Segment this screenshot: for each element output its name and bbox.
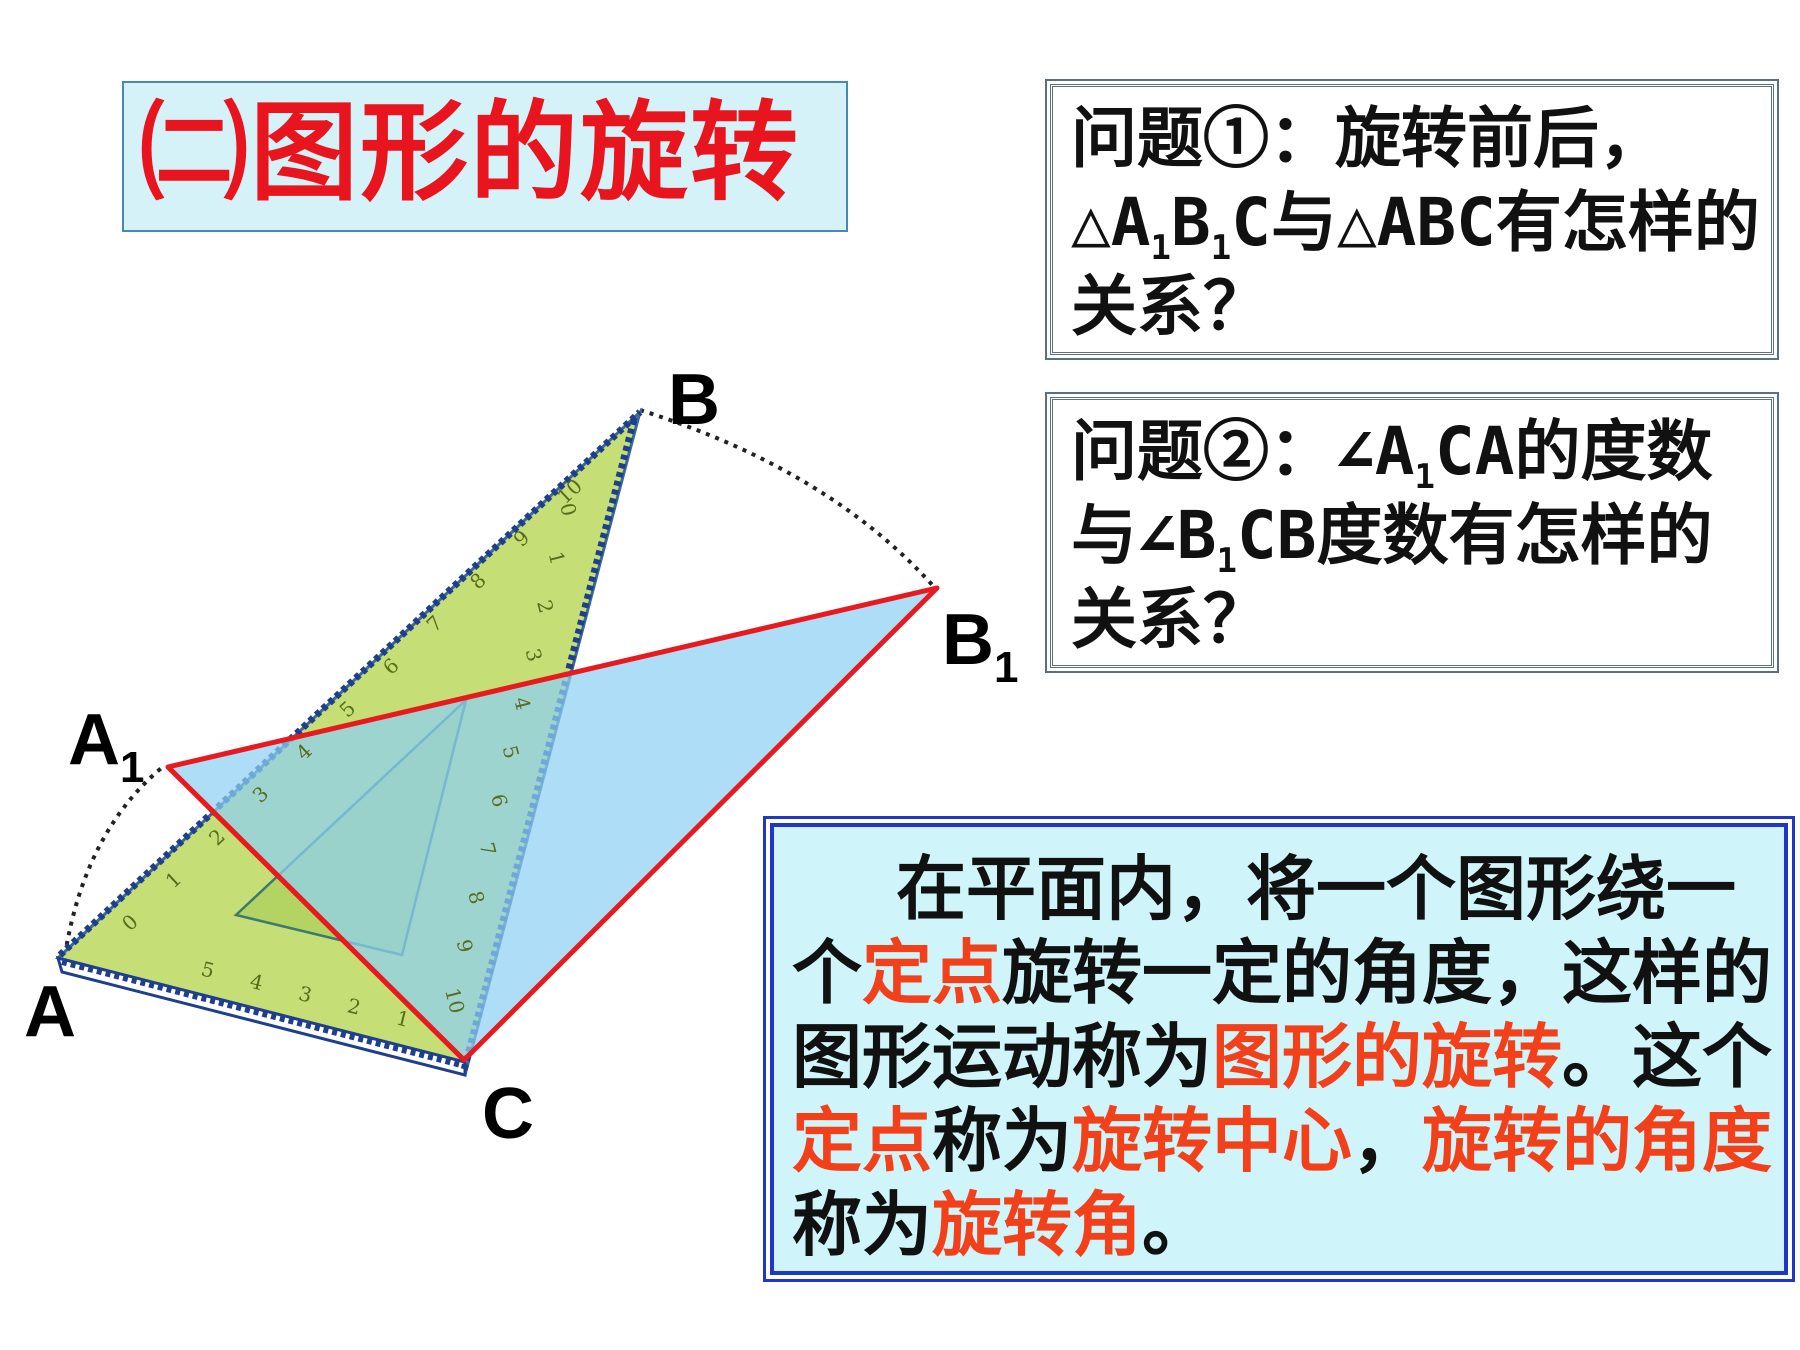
def-highlight-fixed-point: 定点 [862,932,1002,1014]
ruler-num-base-0: 1 [394,1006,412,1032]
page-title: ㈡图形的旋转 [140,91,801,216]
ruler-hypotenuse-edge [57,409,643,958]
q2-sub-b: 1 [1216,541,1237,582]
ruler-num-base-4: 5 [199,957,217,983]
def-highlight-fixed-point-2: 定点 [792,1100,932,1182]
q2-suffix: CB度数有怎样的关系？ [1071,497,1713,658]
q1-sub-a: 1 [1150,228,1171,269]
label-C: C [482,1074,534,1154]
ruler-num-base-1: 2 [345,993,363,1019]
definition-box: 在平面内，将一个图形绕一个定点旋转一定的角度，这样的图形运动称为图形的旋转。这个… [763,816,1795,1282]
question-2-text: 问题②：∠A1CA的度数与∠B1CB度数有怎样的关系？ [1071,410,1761,662]
q1-suffix: C与△ABC有怎样的关系？ [1071,184,1760,345]
q2-mid: CA的度数与∠B [1071,413,1713,574]
def-highlight-rotation-angle: 旋转角 [932,1184,1142,1266]
question-2-box: 问题②：∠A1CA的度数与∠B1CB度数有怎样的关系？ [1045,392,1779,673]
ruler-num-right-8: 8 [463,888,489,906]
label-B1-letter: B [942,600,994,680]
ruler-num-right-2: 2 [532,597,558,615]
def-part-7: 。 [1142,1184,1212,1266]
ruler-num-right-3: 3 [521,646,547,664]
arc-a-to-a1 [63,763,167,956]
ruler-num-right-6: 6 [486,791,512,809]
question-1-text: 问题①：旋转前后，△A1B1C与△ABC有怎样的关系？ [1071,97,1761,349]
q1-mid: B [1170,184,1211,261]
ruler-num-base-2: 3 [296,981,314,1007]
ruler-num-right-9: 9 [452,937,478,955]
ruler-base-edge [61,959,466,1069]
label-A: A [24,972,76,1052]
q1-sub-b: 1 [1210,228,1232,269]
arc-b-to-b1 [639,408,937,590]
def-part-1: 在平面内，将一个图形绕一个 [792,848,1736,1014]
ruler-num-right-10: 10 [440,985,469,1016]
ruler-num-right-4: 4 [509,694,535,712]
label-B1: B1 [942,600,1018,692]
def-part-2: 旋转一定的角度，这样的图形运动称为 [792,932,1772,1098]
label-B: B [668,360,720,440]
label-B1-sub: 1 [994,643,1018,692]
ruler-num-right-0: 0 [555,500,581,518]
def-part-5: ， [1352,1100,1422,1182]
def-highlight-rotation: 图形的旋转 [1212,1016,1562,1098]
def-highlight-center: 旋转中心 [1072,1100,1352,1182]
title-box: ㈡图形的旋转 [122,81,848,232]
def-part-3: 。这个 [1562,1016,1772,1098]
label-A1: A1 [68,700,144,792]
def-highlight-angle-of-rotation: 旋转的角度 [1422,1100,1772,1182]
ruler-num-right-1: 1 [544,549,570,567]
ruler-num-right-5: 5 [498,743,524,761]
ruler-num-right-7: 7 [475,840,501,858]
label-A1-letter: A [68,700,120,780]
q2-sub-a: 1 [1414,457,1435,498]
q1-prefix: 问题①：旋转前后，△A [1071,100,1665,261]
definition-text: 在平面内，将一个图形绕一个定点旋转一定的角度，这样的图形运动称为图形的旋转。这个… [792,847,1782,1267]
def-part-4: 称为 [932,1100,1072,1182]
label-A1-sub: 1 [120,743,144,792]
question-1-box: 问题①：旋转前后，△A1B1C与△ABC有怎样的关系？ [1045,79,1779,360]
rotated-edge-a1-c [166,765,466,1062]
ruler-num-base-3: 4 [248,969,266,995]
q2-prefix: 问题②：∠A [1071,413,1415,490]
def-part-6: 称为 [792,1184,932,1266]
